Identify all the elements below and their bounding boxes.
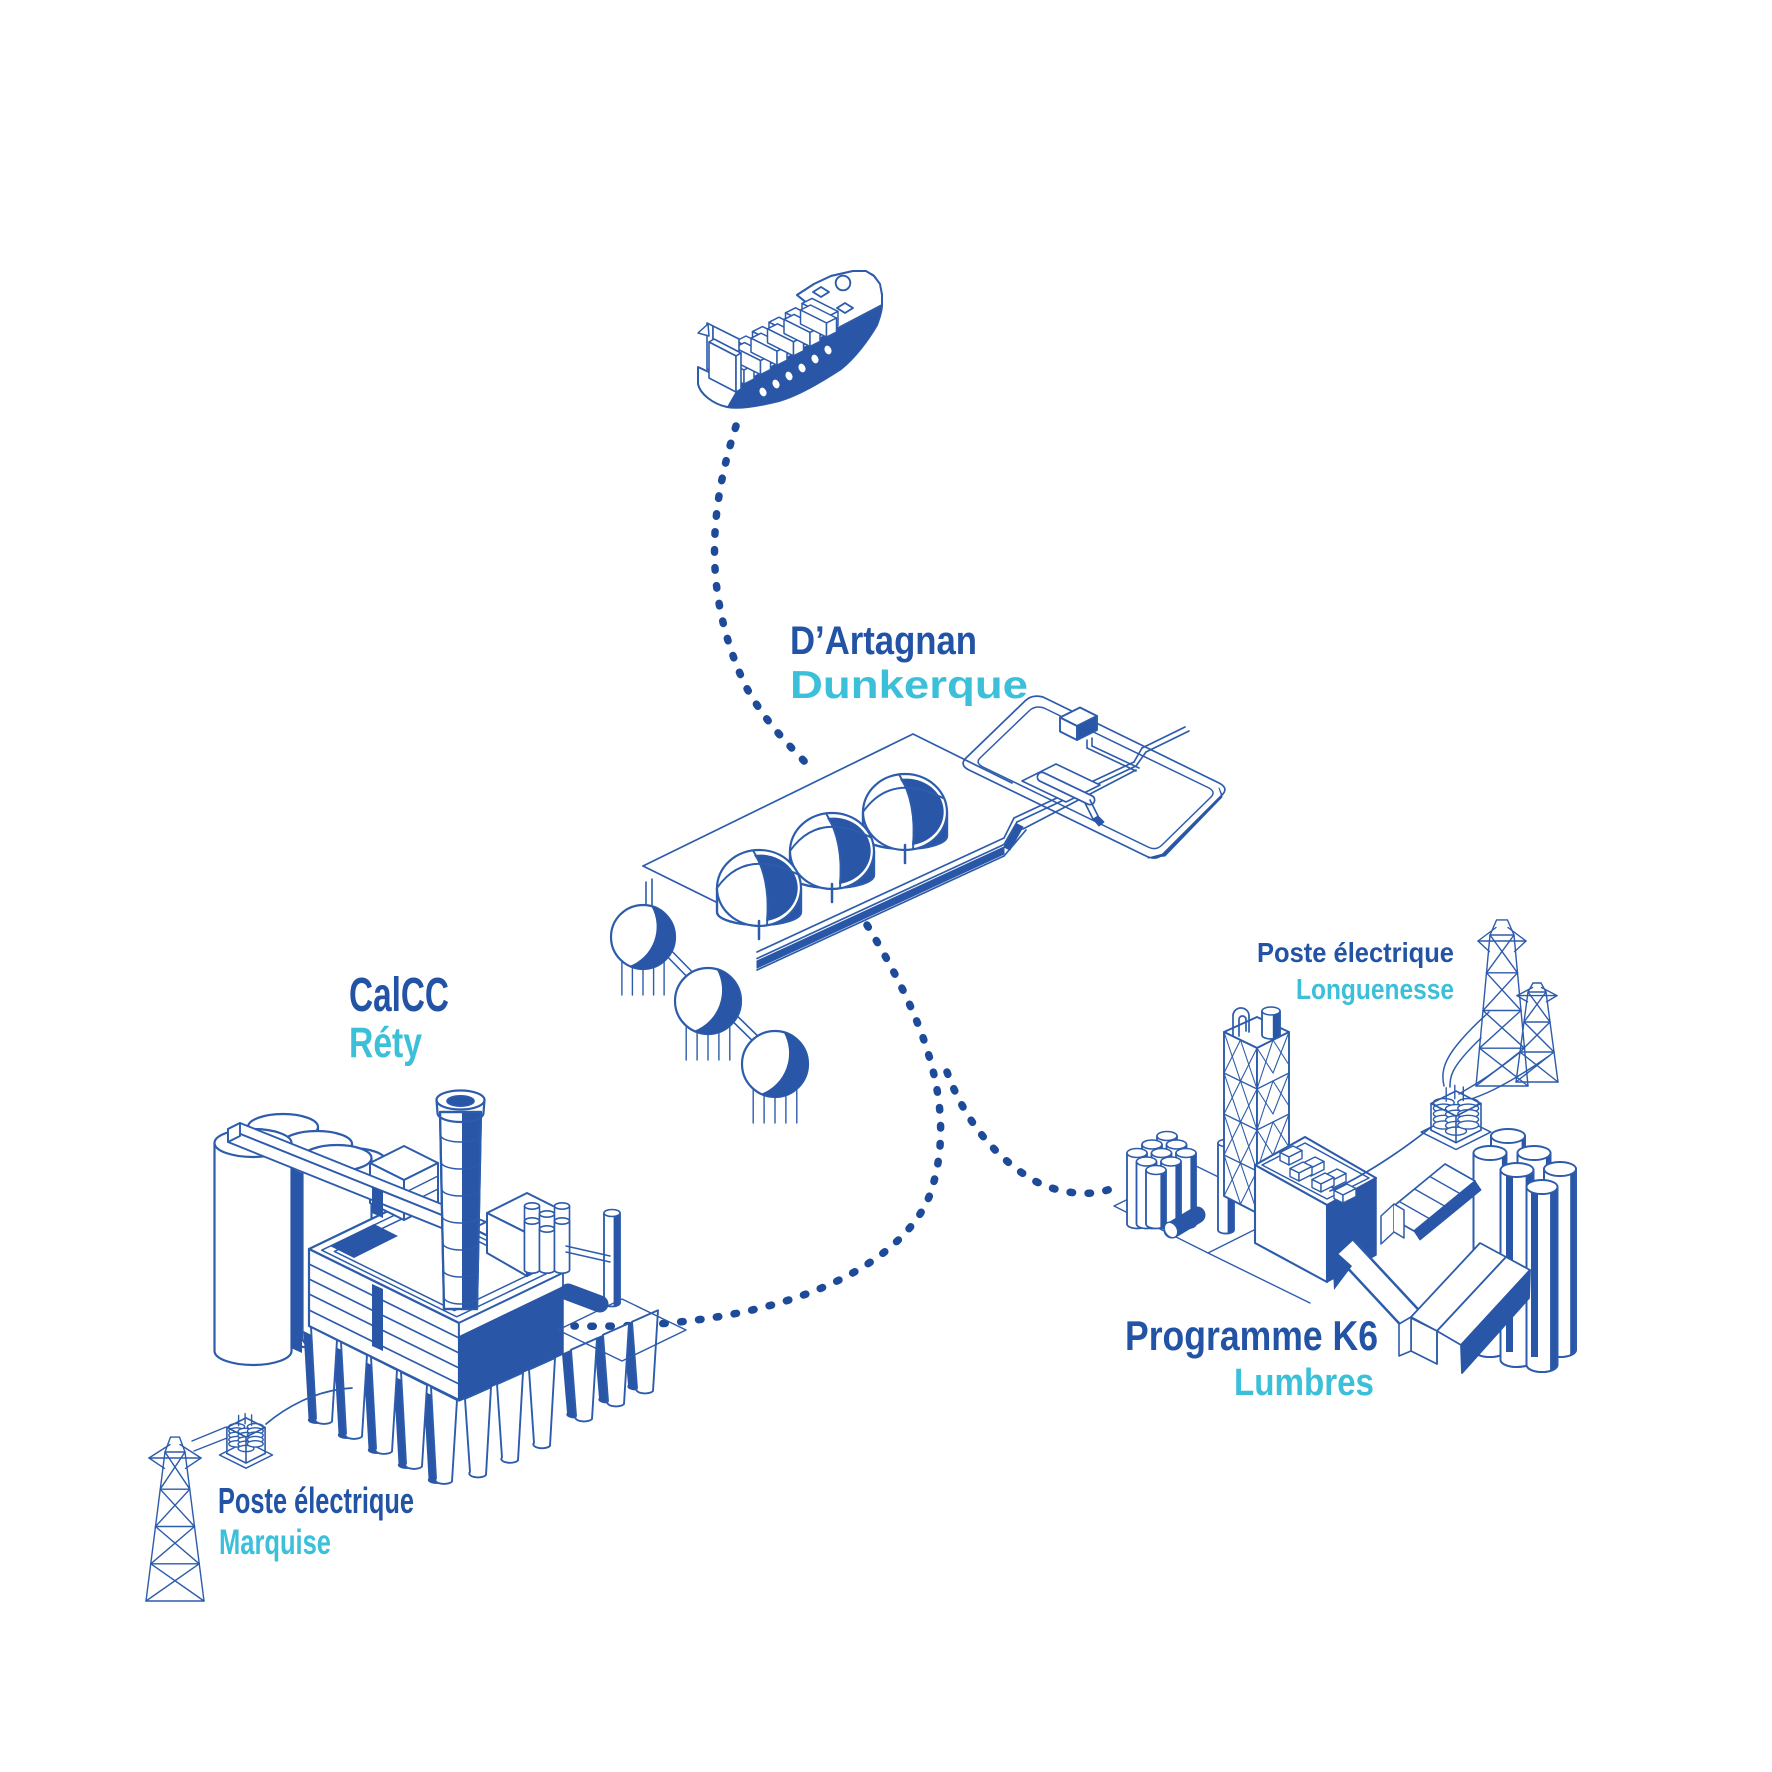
- svg-text:Poste électrique: Poste électrique: [218, 1480, 414, 1521]
- svg-text:Poste électrique: Poste électrique: [1257, 937, 1454, 968]
- svg-text:D’Artagnan: D’Artagnan: [790, 619, 977, 663]
- svg-text:Dunkerque: Dunkerque: [790, 664, 1028, 707]
- svg-text:Longuenesse: Longuenesse: [1296, 974, 1454, 1006]
- svg-text:Programme K6: Programme K6: [1125, 1312, 1378, 1359]
- svg-text:Lumbres: Lumbres: [1234, 1362, 1374, 1404]
- svg-text:Réty: Réty: [349, 1019, 422, 1067]
- svg-text:CalCC: CalCC: [349, 969, 449, 1022]
- svg-text:Marquise: Marquise: [219, 1523, 331, 1562]
